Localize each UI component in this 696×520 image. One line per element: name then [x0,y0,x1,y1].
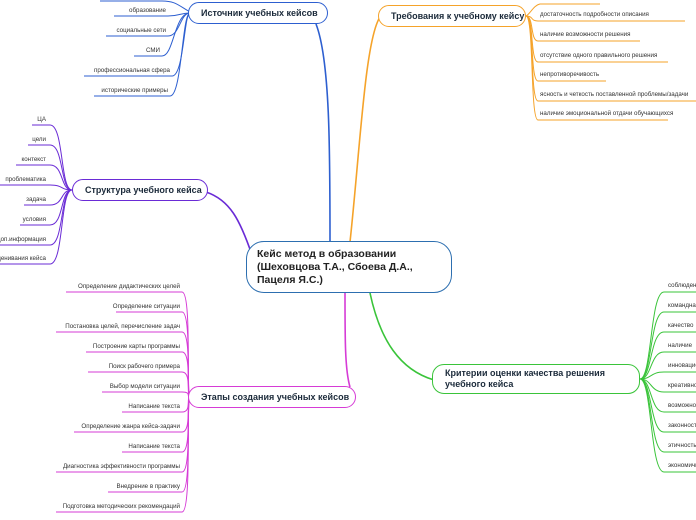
criteria-item[interactable]: этичность [668,442,696,449]
requirement-item[interactable]: отсутствие одного правильного решения [540,52,658,59]
source-item[interactable]: социальные сети [116,27,166,34]
criteria-item[interactable]: командная [668,302,696,309]
connector-criteria-leaf [639,331,696,380]
requirement-item[interactable]: наличие возможности решения [540,31,631,38]
requirement-item[interactable]: наличие эмоциональной отдачи обучающихся [540,110,674,117]
connector-requirement-leaf [525,15,668,121]
connector-center-sources [315,23,331,243]
connector-stage-leaf [102,391,191,398]
connector-requirements-top [525,3,600,17]
connector-stage-leaf [56,396,191,513]
structure-item[interactable]: доп.информация [0,236,46,243]
stage-item[interactable]: Определение дидактических целей [78,283,180,290]
branch-structure[interactable]: Структура учебного кейса [72,179,208,201]
stage-item[interactable]: Написание текста [128,443,180,450]
connector-structure-leaf [0,189,73,265]
criteria-item[interactable]: качество [668,322,694,329]
branch-criteria[interactable]: Критерии оценки качества решения учебног… [432,364,640,394]
connector-center-structure [205,191,253,256]
stage-item[interactable]: Поиск рабочего примера [108,363,180,370]
criteria-item[interactable]: инновационность [668,362,696,369]
requirement-item[interactable]: достаточность подробности описания [540,11,649,18]
stage-item[interactable]: Диагностика эффективности программы [62,463,180,470]
connector-structure-leaf [32,124,73,191]
connector-criteria-leaf [639,371,696,380]
connector-center-stages [344,292,351,388]
source-item[interactable]: исторические примеры [101,87,168,94]
connector-structure-leaf [16,164,73,191]
branch-sources[interactable]: Источник учебных кейсов [188,2,328,24]
connector-sources-top [100,0,191,13]
stage-item[interactable]: Написание текста [128,403,180,410]
structure-item[interactable]: проблематика [5,176,46,183]
source-item[interactable]: профессиональная сфера [94,67,170,74]
branch-criteria-label-line-1: Критерии оценки качества решения [445,368,605,378]
branch-requirements-label: Требования к учебному кейсу [391,11,525,21]
central-topic-line-3: Пацеля Я.С.) [257,274,323,286]
connector-criteria-leaf [639,311,696,380]
requirement-item[interactable]: ясность и четкость поставленной проблемы… [540,91,689,98]
connector-criteria-leaf [639,378,696,473]
stage-item[interactable]: Определение жанра кейса-задачи [81,423,180,430]
central-topic[interactable]: Кейс метод в образовании (Шеховцова Т.А.… [246,241,452,293]
connector-structure-leaf [28,144,73,191]
branch-criteria-label-line-2: учебного кейса [445,379,514,389]
connector-center-criteria [369,292,435,381]
structure-item[interactable]: задача [26,196,46,203]
branch-sources-label: Источник учебных кейсов [201,8,318,18]
branch-stages[interactable]: Этапы создания учебных кейсов [188,386,356,408]
central-topic-line-1: Кейс метод в образовании [257,248,397,260]
connector-center-requirements [349,16,381,243]
connector-criteria-leaf [639,291,696,380]
central-topic-line-2: (Шеховцова Т.А., Сбоева Д.А., [257,261,413,273]
connector-source-leaf [134,12,191,57]
structure-item[interactable]: цели [32,136,46,143]
branch-stages-label: Этапы создания учебных кейсов [201,392,350,402]
stage-item[interactable]: Построение карты программы [92,343,180,350]
stage-item[interactable]: Выбор модели ситуации [109,383,180,390]
criteria-item[interactable]: соблюдение [668,282,696,289]
connector-source-leaf [94,12,191,97]
criteria-item[interactable]: законность [668,422,696,429]
source-item[interactable]: образование [129,7,166,14]
criteria-item[interactable]: наличие [668,342,693,349]
stage-item[interactable]: Подготовка методических рекомендаций [62,503,180,510]
stage-item[interactable]: Постановка целей, перечисление задач [65,323,180,330]
stage-item[interactable]: Определение ситуации [112,303,180,310]
structure-item[interactable]: ЦА [37,116,46,123]
branch-requirements[interactable]: Требования к учебному кейсу [378,5,526,27]
requirement-item[interactable]: непротиворечивость [540,71,600,78]
criteria-item[interactable]: креативность [668,382,696,389]
source-item[interactable]: СМИ [145,47,160,54]
criteria-item[interactable]: возможность [668,402,696,409]
criteria-item[interactable]: экономичность [668,462,696,469]
structure-item[interactable]: контекст [21,156,46,163]
connector-structure-leaf [0,184,73,191]
connector-criteria-leaf [639,351,696,380]
stage-item[interactable]: Внедрение в практику [116,483,180,490]
branch-structure-label: Структура учебного кейса [85,185,202,195]
structure-item[interactable]: условия [22,216,46,223]
structure-item[interactable]: оценивания кейса [0,255,46,262]
